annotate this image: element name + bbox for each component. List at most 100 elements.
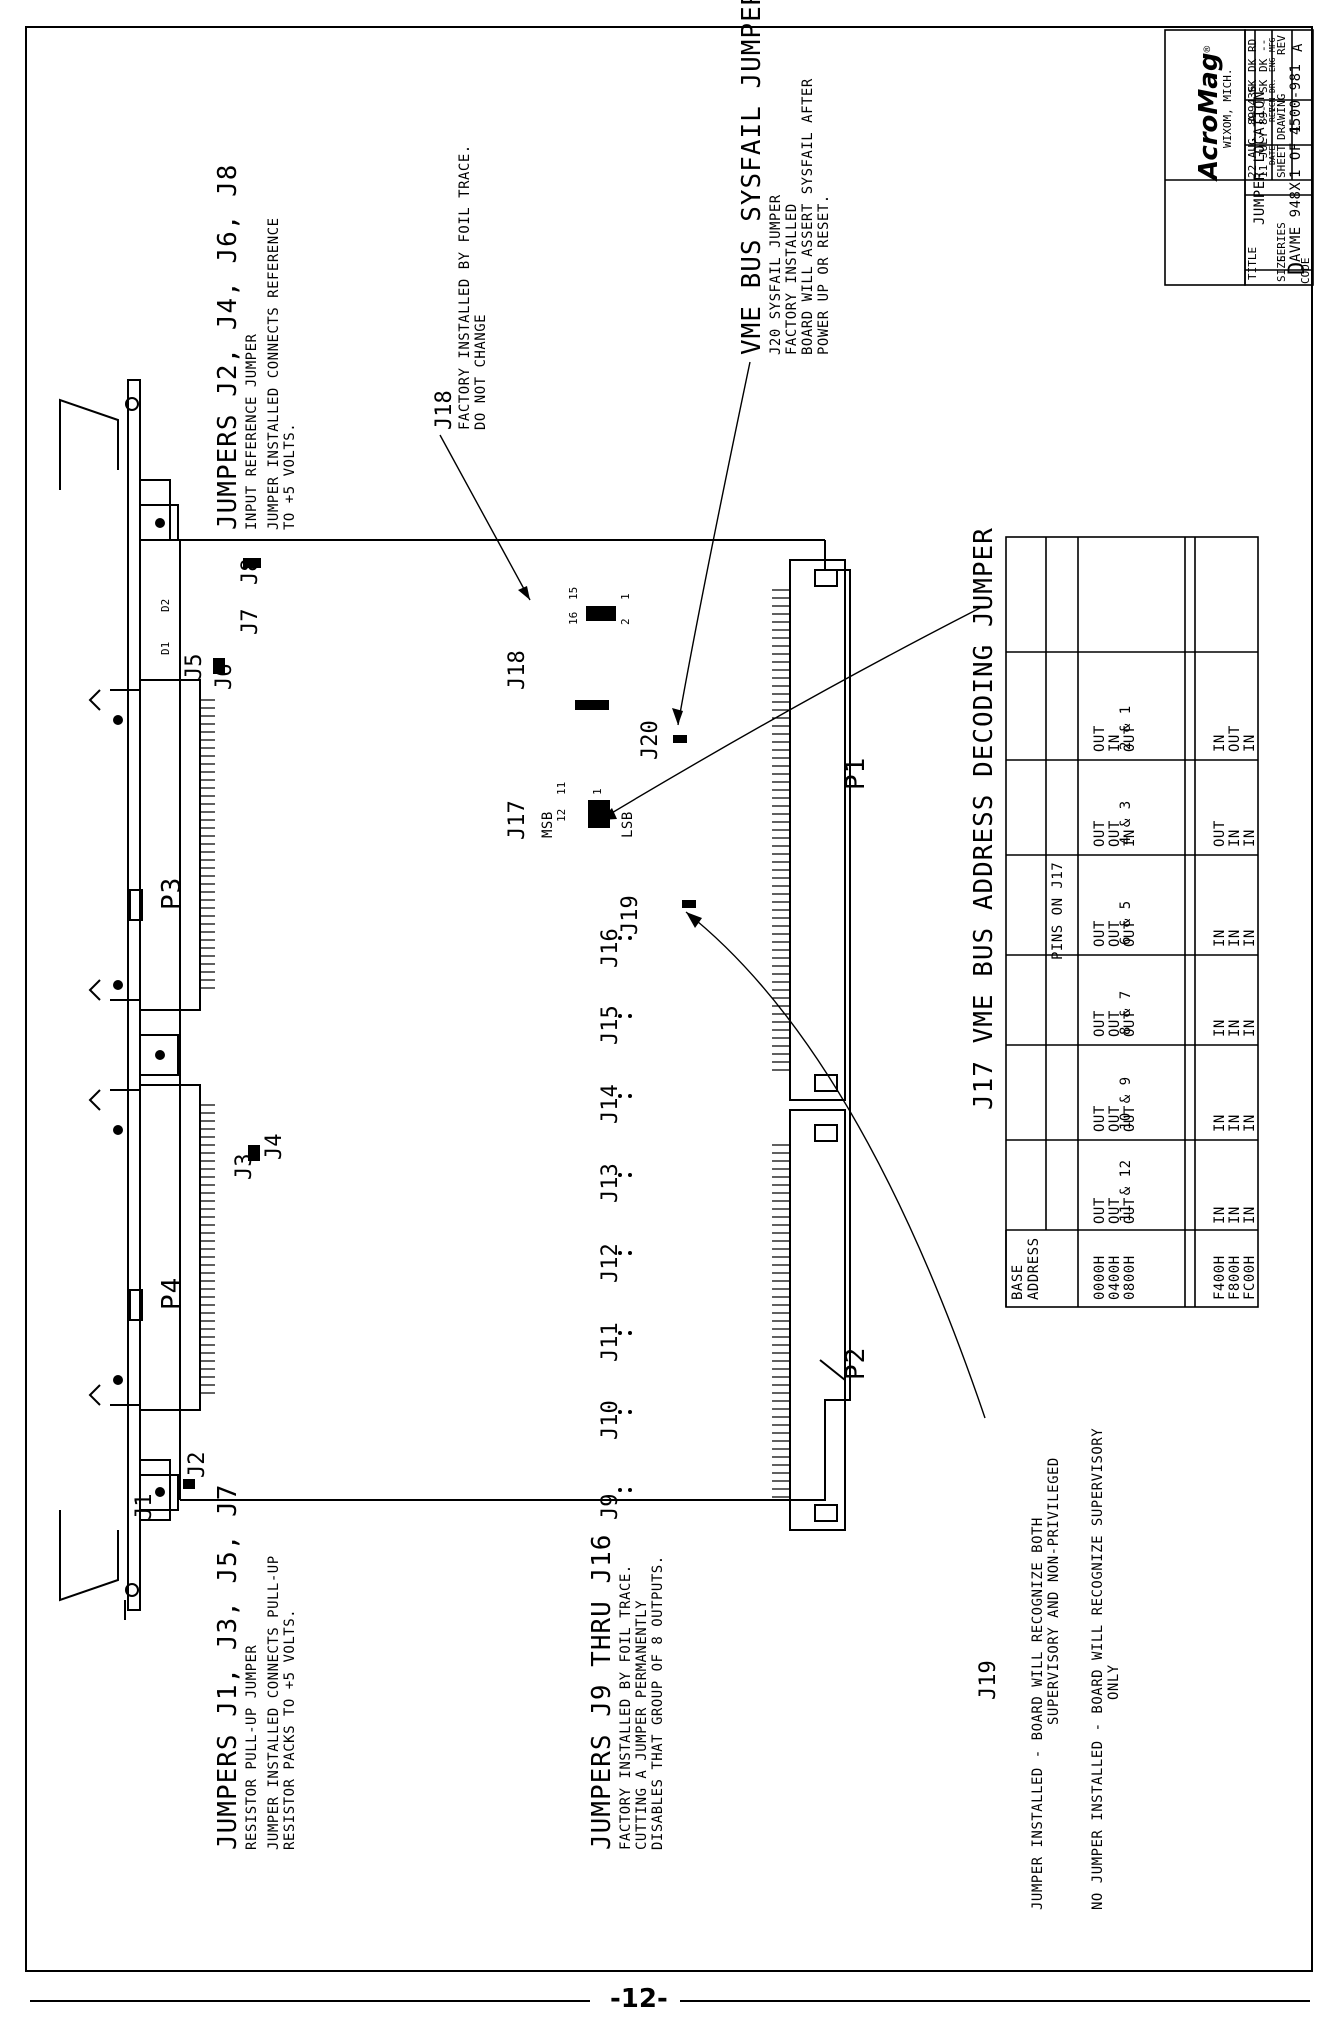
- table-header-base-1: BASE: [1010, 1264, 1026, 1300]
- table-cell: OUT: [1122, 920, 1138, 947]
- table-header-base-2: ADDRESS: [1026, 1237, 1043, 1300]
- label-j7: J7: [238, 608, 263, 636]
- j19-label: J19: [976, 1660, 1001, 1700]
- revision-header: DATE: [1268, 145, 1277, 165]
- board-outline: [179, 539, 825, 1500]
- pullup-line-2: JUMPER INSTALLED CONNECTS PULL-UP: [265, 1555, 282, 1850]
- table-cell: OUT: [1212, 820, 1228, 847]
- page-number: -12-: [610, 1984, 668, 2014]
- label-j10: J10: [598, 1400, 623, 1440]
- jumper-blocks: [183, 558, 696, 1489]
- table-cell: OUT: [1092, 1010, 1108, 1037]
- label-p4: P4: [157, 1276, 187, 1310]
- table-cell: OUT: [1092, 820, 1108, 847]
- label-j17-pin2: 2: [591, 815, 604, 822]
- label-j17-pin1: 1: [591, 788, 604, 795]
- sysfail-line-2: FACTORY INSTALLED: [783, 203, 800, 355]
- label-p1: P1: [841, 756, 871, 790]
- table-row-address: 0800H: [1122, 1255, 1138, 1300]
- header-pin-grids: [586, 606, 616, 828]
- p2-connector: [789, 1109, 846, 1531]
- foil-line-3: DISABLES THAT GROUP OF 8 OUTPUTS.: [650, 1555, 667, 1850]
- center-bracket: [139, 1034, 179, 1076]
- table-cell: OUT: [1122, 1105, 1138, 1132]
- company-name: AcroMag: [1194, 52, 1224, 180]
- address-title: J17 VME BUS ADDRESS DECODING JUMPER: [969, 527, 1000, 1110]
- series-value: AVME 948X: [1288, 181, 1304, 262]
- table-cell: IN: [1242, 929, 1258, 947]
- board-notch: [819, 1359, 846, 1381]
- p4-connector: [88, 1084, 201, 1411]
- j18-arrowhead: [518, 586, 530, 600]
- label-j18-pin2: 2: [619, 618, 632, 625]
- pullup-jumper-note: JUMPERS J1, J3, J5, J7 RESISTOR PULL-UP …: [213, 1484, 299, 1850]
- foil-jumper-title: JUMPERS J9 THRU J16: [587, 1533, 617, 1850]
- table-cell: OUT: [1122, 725, 1138, 752]
- table-cell: OUT: [1107, 920, 1123, 947]
- table-cell: IN: [1107, 734, 1123, 752]
- table-row-address: 0000H: [1092, 1255, 1108, 1300]
- j18-leader: [439, 434, 531, 601]
- sysfail-arrowhead: [672, 708, 683, 725]
- foil-jumpers: [618, 936, 632, 1492]
- label-j8: J8: [238, 558, 263, 586]
- table-cell: IN: [1212, 734, 1228, 752]
- revision-header: ENG: [1268, 57, 1277, 72]
- label-j3: J3: [232, 1153, 257, 1181]
- table-row-address: F800H: [1227, 1255, 1243, 1300]
- table-cell: IN: [1227, 1206, 1243, 1224]
- label-j18-pin1: 1: [619, 593, 632, 600]
- revision-header: DR.: [1268, 78, 1277, 93]
- revision-header: ECN: [1268, 97, 1277, 112]
- pullup-line-3: RESISTOR PACKS TO +5 VOLTS.: [282, 1608, 299, 1850]
- foil-line-1: FACTORY INSTALLED BY FOIL TRACE.: [617, 1564, 634, 1850]
- label-j17: J17: [505, 800, 530, 840]
- label-j14: J14: [598, 1084, 623, 1124]
- table-cell: OUT: [1122, 1010, 1138, 1037]
- j19-installed-line-1: JUMPER INSTALLED - BOARD WILL RECOGNIZE …: [1030, 1517, 1046, 1910]
- table-cell: IN: [1212, 1206, 1228, 1224]
- panel-screws: [124, 380, 139, 1620]
- label-j4: J4: [262, 1133, 287, 1161]
- label-j19: J19: [618, 895, 643, 935]
- label-d2: D2: [159, 598, 172, 612]
- table-cell: IN: [1242, 1019, 1258, 1037]
- sysfail-leader: [677, 361, 751, 726]
- table-cell: IN: [1242, 1206, 1258, 1224]
- j18-note-line-2: DO NOT CHANGE: [473, 313, 490, 430]
- label-j11: J11: [598, 1322, 623, 1362]
- table-row-address: FC00H: [1242, 1255, 1258, 1300]
- j18-note-label: J18: [432, 390, 457, 430]
- company-city: WIXOM, MICH.: [1221, 68, 1234, 148]
- label-p2: P2: [841, 1346, 871, 1380]
- table-cell: IN: [1242, 829, 1258, 847]
- sheet-label: SHEET: [1275, 144, 1288, 178]
- table-cell: OUT: [1092, 1197, 1108, 1224]
- footer-rule-left: [30, 2000, 590, 2002]
- foil-jumper-note: JUMPERS J9 THRU J16 FACTORY INSTALLED BY…: [587, 1533, 667, 1850]
- table-cell: OUT: [1092, 1105, 1108, 1132]
- label-d1: D1: [159, 641, 172, 655]
- table-cell: OUT: [1107, 820, 1123, 847]
- pullup-line-1: RESISTOR PULL-UP JUMPER: [243, 1644, 260, 1850]
- label-j5: J5: [182, 653, 207, 681]
- front-panel: [127, 379, 141, 1611]
- table-cell: IN: [1212, 1019, 1228, 1037]
- rev-value: A: [1290, 43, 1306, 52]
- j17-leader: [599, 607, 981, 821]
- j19-installed-note: JUMPER INSTALLED - BOARD WILL RECOGNIZE …: [1030, 1457, 1062, 1910]
- label-j2: J2: [185, 1451, 210, 1479]
- label-msb: MSB: [540, 811, 556, 838]
- sysfail-title: VME BUS SYSFAIL JUMPER: [737, 0, 767, 355]
- label-j18: J18: [505, 650, 530, 690]
- drawing-border: [25, 26, 1313, 1972]
- table-cell: IN: [1212, 1114, 1228, 1132]
- j19-not-installed-line-1: NO JUMPER INSTALLED - BOARD WILL RECOGNI…: [1090, 1427, 1106, 1910]
- table-cell: OUT: [1227, 725, 1243, 752]
- label-j6: J6: [212, 663, 237, 691]
- j18-note-line-1: FACTORY INSTALLED BY FOIL TRACE.: [457, 144, 474, 430]
- table-cell: IN: [1212, 929, 1228, 947]
- table-cell: OUT: [1092, 725, 1108, 752]
- table-cell: OUT: [1107, 1197, 1123, 1224]
